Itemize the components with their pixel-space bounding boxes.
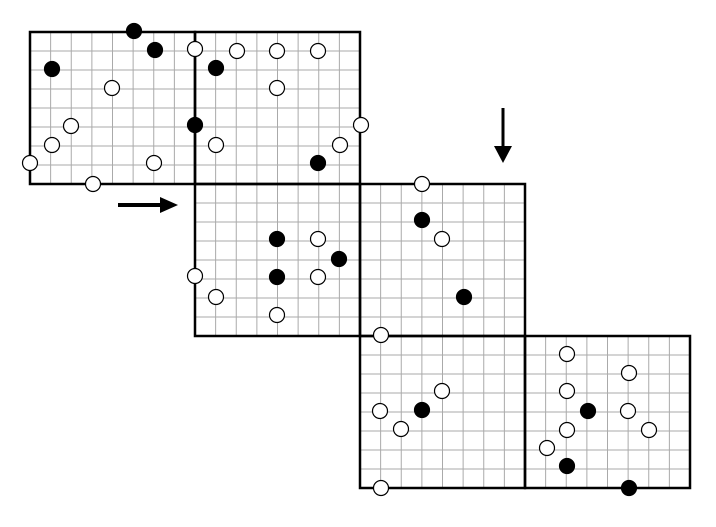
white-stone xyxy=(413,175,431,193)
black-stone xyxy=(268,268,286,286)
white-stone xyxy=(331,136,349,154)
white-stone xyxy=(372,479,390,497)
white-stone xyxy=(62,117,80,135)
white-stone xyxy=(309,42,327,60)
white-stone xyxy=(103,79,121,97)
white-stone xyxy=(433,382,451,400)
black-stone xyxy=(186,116,204,134)
arrow-right-head xyxy=(160,197,178,213)
white-stone xyxy=(620,364,638,382)
white-stone xyxy=(433,230,451,248)
black-stone xyxy=(558,457,576,475)
white-stone xyxy=(371,402,389,420)
stones xyxy=(21,22,658,497)
arrow-down-icon xyxy=(494,108,512,163)
white-stone xyxy=(207,288,225,306)
black-stone xyxy=(43,60,61,78)
black-stone xyxy=(146,41,164,59)
white-stone xyxy=(538,439,556,457)
white-stone xyxy=(268,306,286,324)
panel-border-f xyxy=(523,334,692,490)
black-stone xyxy=(268,230,286,248)
white-stone xyxy=(268,42,286,60)
white-stone xyxy=(186,40,204,58)
arrow-down-head xyxy=(494,146,512,163)
black-stone xyxy=(579,402,597,420)
panel-borders xyxy=(28,30,692,490)
black-stone xyxy=(455,288,473,306)
black-stone xyxy=(330,250,348,268)
white-stone xyxy=(228,42,246,60)
white-stone xyxy=(640,421,658,439)
white-stone xyxy=(145,154,163,172)
white-stone xyxy=(43,136,61,154)
white-stone xyxy=(558,382,576,400)
white-stone xyxy=(619,402,637,420)
arrows xyxy=(118,108,512,213)
white-stone xyxy=(372,326,390,344)
white-stone xyxy=(186,267,204,285)
white-stone xyxy=(84,175,102,193)
white-stone xyxy=(352,116,370,134)
black-stone xyxy=(413,211,431,229)
black-stone xyxy=(309,154,327,172)
white-stone xyxy=(392,420,410,438)
white-stone xyxy=(268,79,286,97)
white-stone xyxy=(309,230,327,248)
black-stone xyxy=(125,22,143,40)
white-stone xyxy=(558,345,576,363)
white-stone xyxy=(207,136,225,154)
black-stone xyxy=(620,479,638,497)
arrow-right-icon xyxy=(118,197,178,213)
white-stone xyxy=(558,421,576,439)
black-stone xyxy=(207,59,225,77)
white-stone xyxy=(21,154,39,172)
white-stone xyxy=(309,268,327,286)
black-stone xyxy=(413,401,431,419)
